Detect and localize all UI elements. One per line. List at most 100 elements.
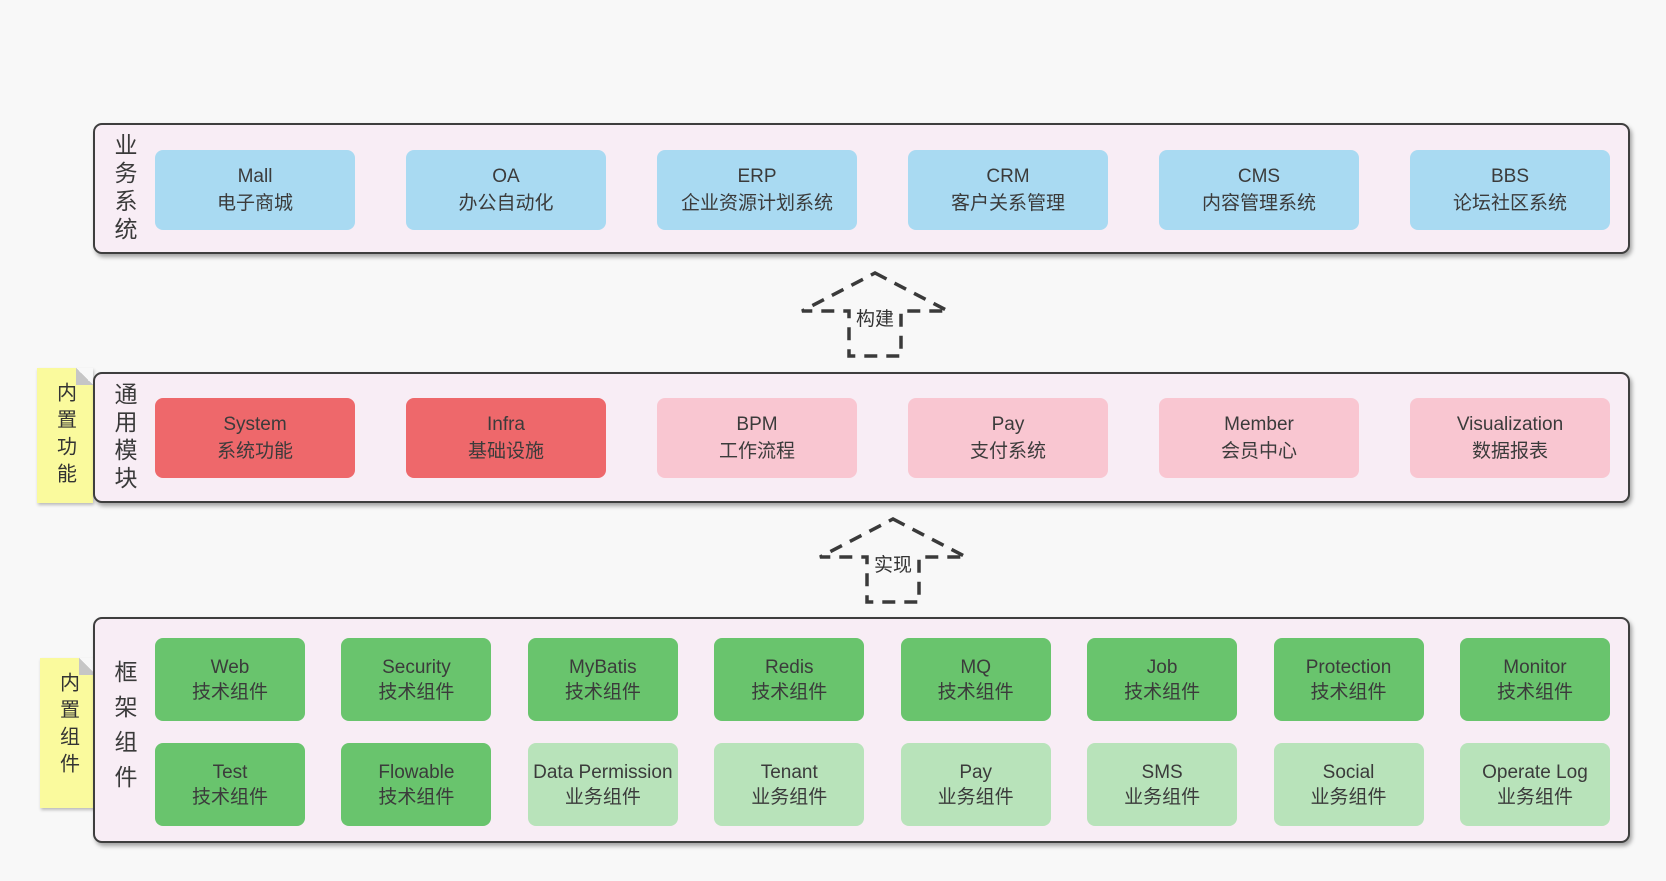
box-sms: SMS 业务组件 xyxy=(1087,743,1238,826)
up-arrow-icon xyxy=(801,271,949,358)
box-subtitle: 技术组件 xyxy=(937,681,1014,703)
box-subtitle: 技术组件 xyxy=(378,786,455,808)
panel-label-wrap: 业务系统 xyxy=(107,125,141,252)
panel-label-business-systems: 业务系统 xyxy=(111,132,137,245)
box-subtitle: 业务组件 xyxy=(1310,786,1387,808)
box-protection: Protection 技术组件 xyxy=(1273,638,1424,721)
box-subtitle: 基础设施 xyxy=(467,441,544,462)
box-redis: Redis 技术组件 xyxy=(714,638,865,721)
panel-label-common-modules: 通用模块 xyxy=(111,381,137,494)
box-title: OA xyxy=(492,166,520,187)
box-title: Data Permission xyxy=(533,761,673,783)
box-title: Protection xyxy=(1305,656,1392,678)
common-modules-panel: 通用模块 System 系统功能 Infra 基础设施 BPM 工作流程 Pay… xyxy=(93,372,1630,503)
box-subtitle: 支付系统 xyxy=(969,441,1046,462)
box-data-permission: Data Permission 业务组件 xyxy=(527,743,678,826)
box-bpm: BPM 工作流程 xyxy=(657,398,857,478)
box-title: Test xyxy=(212,761,248,783)
box-pay-system: Pay 支付系统 xyxy=(908,398,1108,478)
box-infra: Infra 基础设施 xyxy=(406,398,606,478)
box-visualization: Visualization 数据报表 xyxy=(1410,398,1610,478)
box-title: SMS xyxy=(1141,761,1183,783)
box-test: Test 技术组件 xyxy=(155,743,305,826)
box-title: Redis xyxy=(764,656,814,678)
box-title: Flowable xyxy=(378,761,455,783)
panel-label-framework-components: 框架组件 xyxy=(111,660,137,800)
framework-components-row-1: Web 技术组件 Security 技术组件 MyBatis 技术组件 Redi… xyxy=(155,638,1610,721)
sticky-note-text: 内置组件 xyxy=(56,672,79,780)
box-pay-component: Pay 业务组件 xyxy=(900,743,1051,826)
box-system: System 系统功能 xyxy=(155,398,355,478)
box-subtitle: 企业资源计划系统 xyxy=(680,193,833,214)
common-modules-row: System 系统功能 Infra 基础设施 BPM 工作流程 Pay 支付系统… xyxy=(155,398,1610,478)
box-title: BPM xyxy=(736,414,778,435)
box-subtitle: 技术组件 xyxy=(751,681,828,703)
box-mybatis: MyBatis 技术组件 xyxy=(527,638,678,721)
box-subtitle: 电子商城 xyxy=(216,193,293,214)
box-subtitle: 内容管理系统 xyxy=(1201,193,1316,214)
box-subtitle: 会员中心 xyxy=(1220,441,1297,462)
box-subtitle: 技术组件 xyxy=(1310,681,1387,703)
business-systems-panel: 业务系统 Mall 电子商城 OA 办公自动化 ERP 企业资源计划系统 CRM… xyxy=(93,123,1630,254)
box-job: Job 技术组件 xyxy=(1087,638,1238,721)
box-subtitle: 业务组件 xyxy=(1496,786,1573,808)
box-title: Tenant xyxy=(760,761,818,783)
sticky-note-built-in-features: 内置功能 xyxy=(37,368,93,503)
box-subtitle: 办公自动化 xyxy=(458,193,554,214)
box-erp: ERP 企业资源计划系统 xyxy=(657,150,857,230)
box-security: Security 技术组件 xyxy=(341,638,492,721)
box-subtitle: 工作流程 xyxy=(718,441,795,462)
box-subtitle: 技术组件 xyxy=(1496,681,1573,703)
box-mall: Mall 电子商城 xyxy=(155,150,355,230)
box-title: CRM xyxy=(986,166,1030,187)
box-title: Web xyxy=(210,656,250,678)
box-subtitle: 技术组件 xyxy=(191,681,268,703)
business-systems-row: Mall 电子商城 OA 办公自动化 ERP 企业资源计划系统 CRM 客户关系… xyxy=(155,150,1610,230)
box-subtitle: 技术组件 xyxy=(1124,681,1201,703)
box-title: Member xyxy=(1224,414,1294,435)
sticky-note-text: 内置功能 xyxy=(53,382,76,490)
box-title: ERP xyxy=(737,166,777,187)
box-subtitle: 系统功能 xyxy=(216,441,293,462)
box-title: System xyxy=(223,414,287,435)
box-oa: OA 办公自动化 xyxy=(406,150,606,230)
note-fold-corner xyxy=(76,368,93,385)
box-mq: MQ 技术组件 xyxy=(900,638,1051,721)
up-arrow-icon xyxy=(819,517,967,604)
box-subtitle: 论坛社区系统 xyxy=(1452,193,1567,214)
box-subtitle: 技术组件 xyxy=(564,681,641,703)
box-subtitle: 业务组件 xyxy=(937,786,1014,808)
box-title: Social xyxy=(1322,761,1375,783)
box-subtitle: 业务组件 xyxy=(1124,786,1201,808)
box-web: Web 技术组件 xyxy=(155,638,305,721)
box-subtitle: 数据报表 xyxy=(1471,441,1548,462)
box-subtitle: 技术组件 xyxy=(191,786,268,808)
box-cms: CMS 内容管理系统 xyxy=(1159,150,1359,230)
box-monitor: Monitor 技术组件 xyxy=(1459,638,1610,721)
box-subtitle: 客户关系管理 xyxy=(950,193,1065,214)
box-title: Security xyxy=(382,656,451,678)
box-title: Visualization xyxy=(1456,414,1564,435)
box-title: CMS xyxy=(1237,166,1281,187)
box-title: MQ xyxy=(960,656,991,678)
box-tenant: Tenant 业务组件 xyxy=(714,743,865,826)
build-arrow: 构建 xyxy=(795,268,955,360)
sticky-note-built-in-components: 内置组件 xyxy=(40,658,96,808)
framework-components-panel: 框架组件 Web 技术组件 Security 技术组件 MyBatis 技术组件… xyxy=(93,617,1630,843)
arrow-label: 构建 xyxy=(852,304,898,331)
box-title: Pay xyxy=(991,414,1025,435)
framework-components-row-2: Test 技术组件 Flowable 技术组件 Data Permission … xyxy=(155,743,1610,826)
implement-arrow: 实现 xyxy=(813,514,973,606)
box-operate-log: Operate Log 业务组件 xyxy=(1459,743,1610,826)
box-bbs: BBS 论坛社区系统 xyxy=(1410,150,1610,230)
box-title: Pay xyxy=(959,761,993,783)
box-title: Operate Log xyxy=(1482,761,1588,783)
box-subtitle: 业务组件 xyxy=(751,786,828,808)
box-title: Mall xyxy=(237,166,273,187)
box-title: Infra xyxy=(486,414,526,435)
box-title: BBS xyxy=(1490,166,1530,187)
box-title: Monitor xyxy=(1503,656,1567,678)
panel-label-wrap: 通用模块 xyxy=(107,374,141,501)
box-social: Social 业务组件 xyxy=(1273,743,1424,826)
